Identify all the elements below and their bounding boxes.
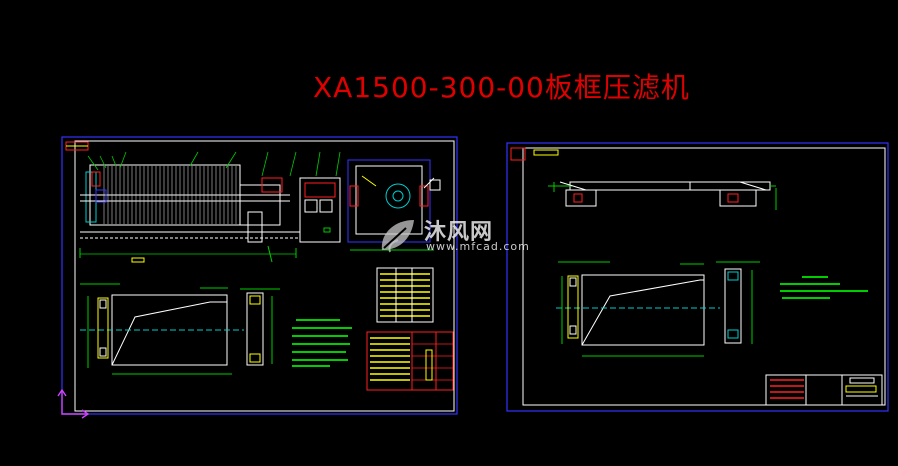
parts-list-table[interactable] — [376, 267, 434, 323]
filter-press-front-view[interactable] — [79, 151, 341, 263]
site-watermark: 沐风网 www.mfcad.com — [376, 214, 536, 260]
control-cabinet-view[interactable] — [299, 177, 341, 243]
plate-section-view-right[interactable] — [556, 261, 760, 357]
left-sheet-outer-border — [61, 136, 458, 415]
right-title-block[interactable] — [765, 374, 883, 406]
technical-requirements-notes — [292, 319, 352, 367]
leaf-logo-icon — [381, 220, 414, 253]
watermark-url: www.mfcad.com — [426, 240, 530, 253]
right-sheet-inner-border — [522, 147, 886, 406]
right-drawing-sheet[interactable] — [506, 142, 889, 412]
plate-section-view[interactable] — [80, 283, 280, 375]
filter-plate-stack — [103, 166, 237, 224]
right-sheet-corner-tag — [510, 147, 526, 161]
right-corner-label — [533, 149, 559, 156]
frame-beam-section[interactable] — [548, 181, 777, 210]
left-title-block[interactable] — [366, 331, 454, 391]
ucs-axis-icon — [57, 388, 90, 419]
left-drawing-sheet[interactable] — [61, 136, 458, 415]
balloon-leaders — [87, 151, 341, 177]
left-sheet-inner-border — [74, 140, 455, 412]
right-technical-notes — [780, 276, 868, 299]
drawing-title: XA1500-300-00板框压滤机 — [313, 71, 690, 104]
watermark-brand: 沐风网 — [424, 220, 494, 245]
right-sheet-outer-border — [506, 142, 889, 412]
